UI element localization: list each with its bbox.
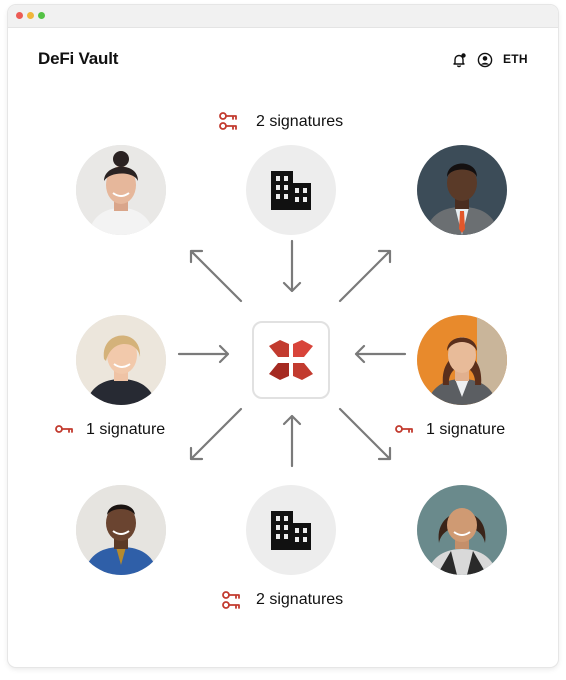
double-key-icon bbox=[219, 112, 237, 130]
key-icon bbox=[55, 425, 73, 433]
building-icon bbox=[271, 511, 311, 550]
arrow-hub-to-bottom-left bbox=[189, 407, 243, 461]
arrow-hub-to-top-right bbox=[338, 249, 392, 303]
vault-hub[interactable] bbox=[252, 321, 330, 399]
building-icon bbox=[271, 171, 311, 210]
signer-avatar-3[interactable] bbox=[76, 315, 166, 405]
organization-node-top[interactable] bbox=[246, 145, 336, 235]
arrow-hub-to-bottom-right bbox=[338, 407, 392, 461]
organization-node-bottom[interactable] bbox=[246, 485, 336, 575]
signer-avatar-6[interactable] bbox=[417, 485, 507, 575]
network-selector[interactable]: ETH bbox=[503, 52, 528, 66]
title-bar bbox=[8, 5, 558, 28]
signer-avatar-5[interactable] bbox=[76, 485, 166, 575]
key-icon bbox=[395, 425, 413, 433]
minimize-window-button[interactable] bbox=[27, 12, 34, 19]
left-group-signatures: 1 signature bbox=[86, 421, 166, 438]
vault-logo-icon bbox=[269, 340, 313, 380]
double-key-icon bbox=[222, 591, 240, 609]
arrow-hub-to-top-left bbox=[189, 249, 243, 303]
signer-avatar-1[interactable] bbox=[76, 145, 166, 235]
maximize-window-button[interactable] bbox=[38, 12, 45, 19]
app-title: DeFi Vault bbox=[38, 49, 119, 68]
arrow-bottom-to-hub bbox=[282, 414, 302, 468]
user-circle-icon[interactable] bbox=[477, 52, 493, 68]
right-group-signatures: 1 signature bbox=[426, 421, 506, 438]
signer-avatar-4[interactable] bbox=[417, 315, 507, 405]
app-window: DeFi Vault ETH 2 signatures bbox=[8, 5, 558, 667]
arrow-top-to-hub bbox=[282, 239, 302, 293]
arrow-left-to-hub bbox=[177, 344, 230, 364]
signer-avatar-2[interactable] bbox=[417, 145, 507, 235]
top-group-signatures: 2 signatures bbox=[256, 113, 344, 130]
arrow-right-to-hub bbox=[354, 344, 407, 364]
bell-add-icon[interactable] bbox=[451, 52, 467, 68]
close-window-button[interactable] bbox=[16, 12, 23, 19]
bottom-group-signatures: 2 signatures bbox=[256, 591, 344, 608]
